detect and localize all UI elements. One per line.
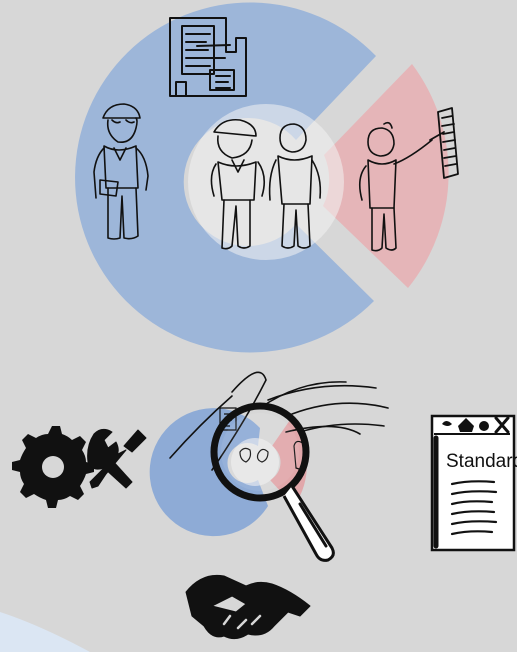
handshake-icon [186, 575, 310, 638]
standard-document-title: Standard [446, 451, 517, 472]
wrench-screwdriver-icon [88, 429, 146, 488]
gear-icon [12, 426, 94, 508]
standard-document-icon: Standard [432, 416, 517, 550]
background-wedge [0, 612, 90, 652]
